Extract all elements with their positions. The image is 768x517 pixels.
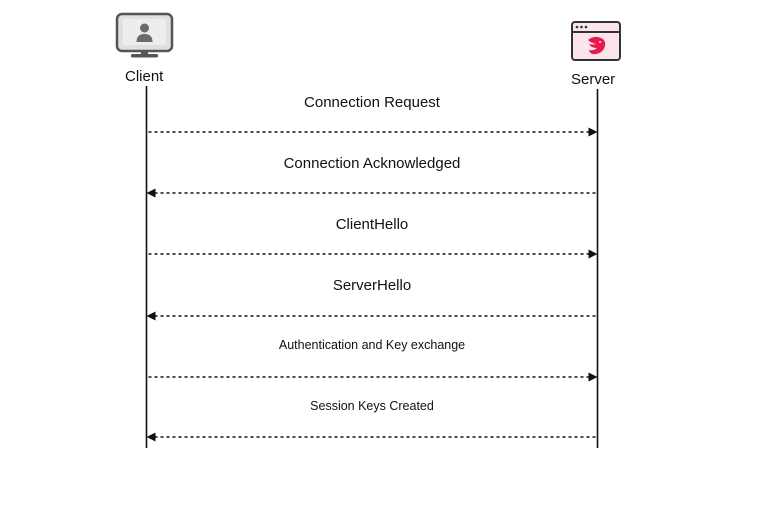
message-label-connection-request: Connection Request [304, 94, 440, 111]
arrowhead-icon [146, 188, 156, 198]
arrowhead-icon [146, 311, 156, 321]
monitor-user-icon [115, 12, 174, 58]
message-label-authentication: Authentication and Key exchange [278, 338, 466, 352]
browser-window-icon [571, 21, 621, 61]
message-label-connection-acknowledged: Connection Acknowledged [283, 155, 461, 172]
arrowhead-icon [588, 372, 598, 382]
message-label-clienthello: ClientHello [335, 216, 409, 233]
server-label: Server [571, 71, 616, 88]
message-label-serverhello: ServerHello [332, 277, 412, 294]
arrowhead-icon [588, 249, 598, 259]
message-label-session-keys: Session Keys Created [310, 399, 434, 413]
client-label: Client [125, 68, 164, 85]
arrowhead-icon [588, 127, 598, 137]
arrowhead-icon [146, 432, 156, 442]
